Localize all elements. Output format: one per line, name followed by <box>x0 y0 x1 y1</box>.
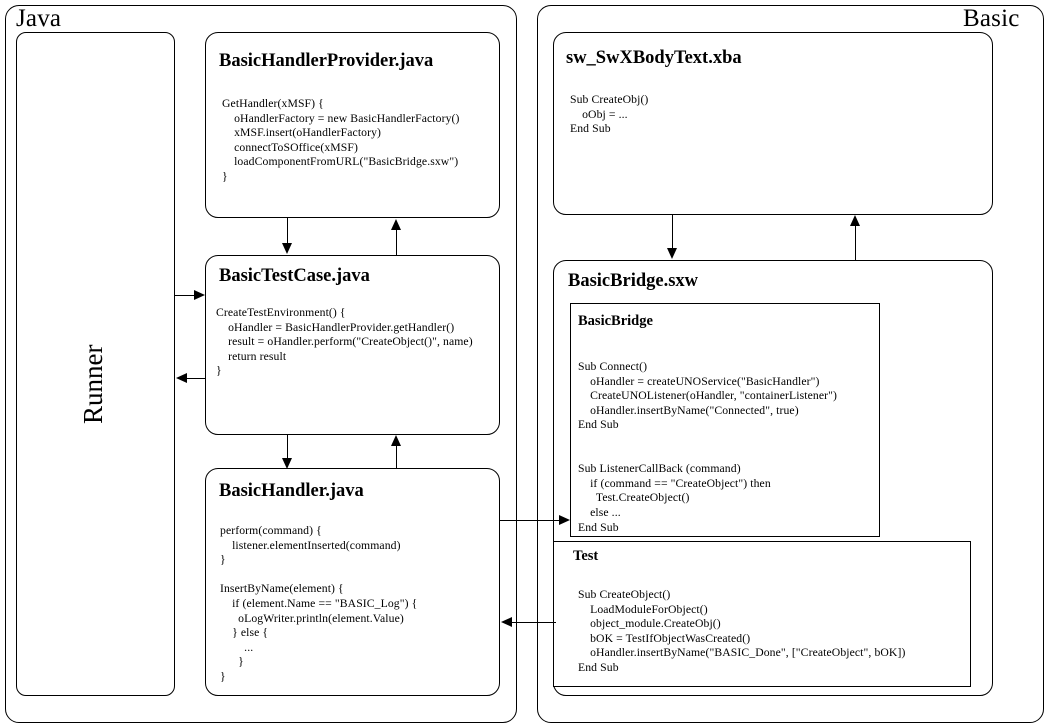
connector-bridge-to-bodytext-line <box>855 226 856 260</box>
basic-bridge-module-code: Sub Connect() oHandler = createUNOServic… <box>578 360 837 534</box>
runner-label: Runner <box>78 344 108 424</box>
basic-test-case-title: BasicTestCase.java <box>219 266 370 286</box>
connector-provider-to-testcase-line <box>287 218 288 244</box>
connector-handler-to-bridge-line <box>500 520 561 521</box>
sw-swxbodytext-card <box>553 32 993 215</box>
connector-testcase-to-runner-line <box>186 378 206 379</box>
connector-bridge-to-bodytext-arrow <box>849 215 860 226</box>
connector-provider-to-bridge-arrow <box>666 248 677 259</box>
basic-handler-code: perform(command) { listener.elementInser… <box>220 524 418 683</box>
connector-runner-to-testcase-arrow <box>194 289 205 300</box>
connector-test-to-handler-arrow <box>501 616 512 627</box>
connector-testcase-to-provider-arrow <box>390 219 401 230</box>
basic-handler-provider-code: GetHandler(xMSF) { oHandlerFactory = new… <box>222 97 460 183</box>
basic-handler-provider-card <box>205 32 500 218</box>
runner-box <box>16 32 175 696</box>
basic-test-case-card <box>205 255 500 435</box>
basic-panel-title: Basic <box>963 5 1020 32</box>
test-module-box <box>553 541 971 687</box>
test-module-code: Sub CreateObject() LoadModuleForObject()… <box>578 588 906 674</box>
connector-testcase-to-handler-line <box>287 435 288 459</box>
connector-provider-to-bridge-line <box>672 215 673 249</box>
connector-test-to-handler-line <box>511 622 556 623</box>
connector-testcase-to-runner-arrow <box>176 372 187 383</box>
java-panel-title: Java <box>16 5 62 32</box>
connector-handler-to-bridge-arrow <box>559 514 570 525</box>
basic-test-case-code: CreateTestEnvironment() { oHandler = Bas… <box>216 306 473 378</box>
connector-handler-to-testcase-line <box>396 446 397 468</box>
connector-testcase-to-handler-arrow <box>281 458 292 469</box>
basic-handler-title: BasicHandler.java <box>219 481 364 501</box>
sw-swxbodytext-code: Sub CreateObj() oObj = ... End Sub <box>570 93 649 136</box>
connector-provider-to-testcase-arrow <box>281 243 292 254</box>
sw-swxbodytext-title: sw_SwXBodyText.xba <box>566 48 742 68</box>
basic-bridge-module-box <box>570 303 880 537</box>
basic-handler-provider-title: BasicHandlerProvider.java <box>219 51 434 71</box>
basic-bridge-sxw-title: BasicBridge.sxw <box>568 271 699 291</box>
connector-testcase-to-provider-line <box>396 230 397 255</box>
basic-handler-card <box>205 468 500 696</box>
test-module-title: Test <box>573 548 599 564</box>
connector-runner-to-testcase-line <box>175 295 196 296</box>
basic-bridge-module-title: BasicBridge <box>578 313 653 329</box>
connector-handler-to-testcase-arrow <box>390 435 401 446</box>
